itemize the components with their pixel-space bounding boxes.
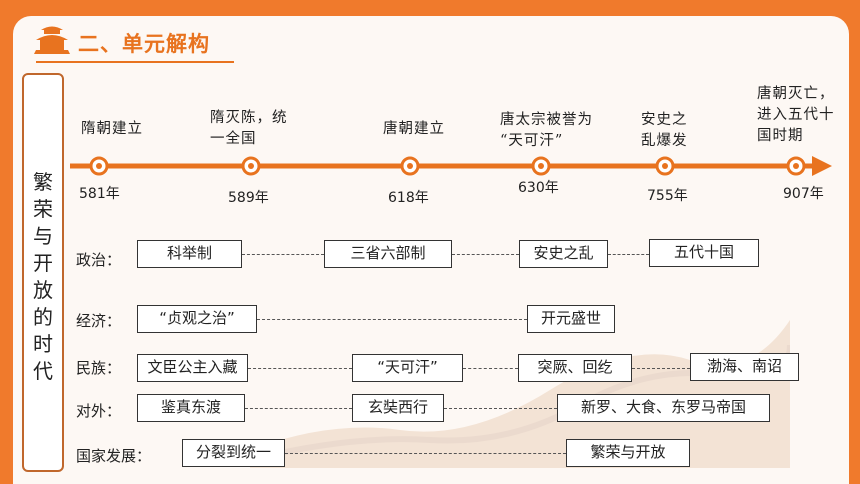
connector	[257, 319, 527, 320]
timeline-node-dot	[407, 163, 413, 169]
page-title: 二、单元解构	[78, 32, 210, 56]
economy-label: 经济：	[76, 312, 122, 330]
ethnic-bohai: 渤海、南诏	[690, 353, 799, 381]
timeline-node-dot	[538, 163, 544, 169]
connector	[242, 254, 324, 255]
connector	[285, 453, 566, 454]
timeline-event: 隋朝建立	[81, 121, 143, 137]
title-underline	[36, 61, 234, 63]
connector	[452, 254, 519, 255]
development-prosper: 繁荣与开放	[566, 439, 690, 467]
ethnic-tiankehan: “天可汗”	[352, 354, 463, 382]
ethnic-label: 民族：	[76, 359, 122, 377]
timeline-year: 581年	[79, 186, 120, 202]
timeline-year: 589年	[228, 190, 269, 206]
foreign-xinluo: 新罗、大食、东罗马帝国	[557, 394, 770, 422]
timeline-event: 唐朝灭亡， 进入五代十 国时期	[757, 86, 835, 144]
palace-icon	[34, 26, 70, 54]
connector	[608, 254, 649, 255]
side-label-box: 繁荣与开放的时代	[22, 73, 64, 472]
timeline-event: 安史之 乱爆发	[641, 112, 688, 149]
timeline-year: 755年	[647, 188, 688, 204]
connector	[245, 408, 352, 409]
connector	[463, 368, 518, 369]
economy-kaiyuan: 开元盛世	[527, 305, 615, 333]
ethnic-tujue: 突厥、回纥	[518, 354, 632, 382]
timeline-event: 隋灭陈，统 一全国	[210, 110, 288, 147]
development-unify: 分裂到统一	[182, 439, 285, 467]
timeline-node-dot	[793, 163, 799, 169]
foreign-xuanzang: 玄奘西行	[352, 394, 444, 422]
side-label: 繁荣与开放的时代	[33, 170, 53, 383]
timeline-node-dot	[662, 163, 668, 169]
politics-keju: 科举制	[137, 240, 242, 268]
timeline-arrowhead	[812, 156, 832, 176]
development-label: 国家发展：	[76, 447, 152, 465]
timeline-year: 630年	[518, 180, 559, 196]
connector	[248, 368, 352, 369]
connector	[632, 368, 690, 369]
timeline-event: 唐太宗被誉为 “天可汗”	[500, 112, 593, 149]
foreign-label: 对外：	[76, 402, 122, 420]
politics-wudai: 五代十国	[649, 239, 759, 267]
timeline-node-dot	[96, 163, 102, 169]
timeline-year: 907年	[783, 186, 824, 202]
politics-label: 政治：	[76, 251, 122, 269]
connector	[444, 408, 557, 409]
politics-anshi: 安史之乱	[519, 240, 608, 268]
politics-sansheng: 三省六部制	[324, 240, 452, 268]
timeline-node-dot	[248, 163, 254, 169]
economy-zhenguan: “贞观之治”	[137, 305, 257, 333]
ethnic-princess: 文臣公主入藏	[137, 354, 248, 382]
foreign-jianzhen: 鉴真东渡	[137, 394, 245, 422]
timeline-year: 618年	[388, 190, 429, 206]
timeline-event: 唐朝建立	[383, 121, 445, 137]
